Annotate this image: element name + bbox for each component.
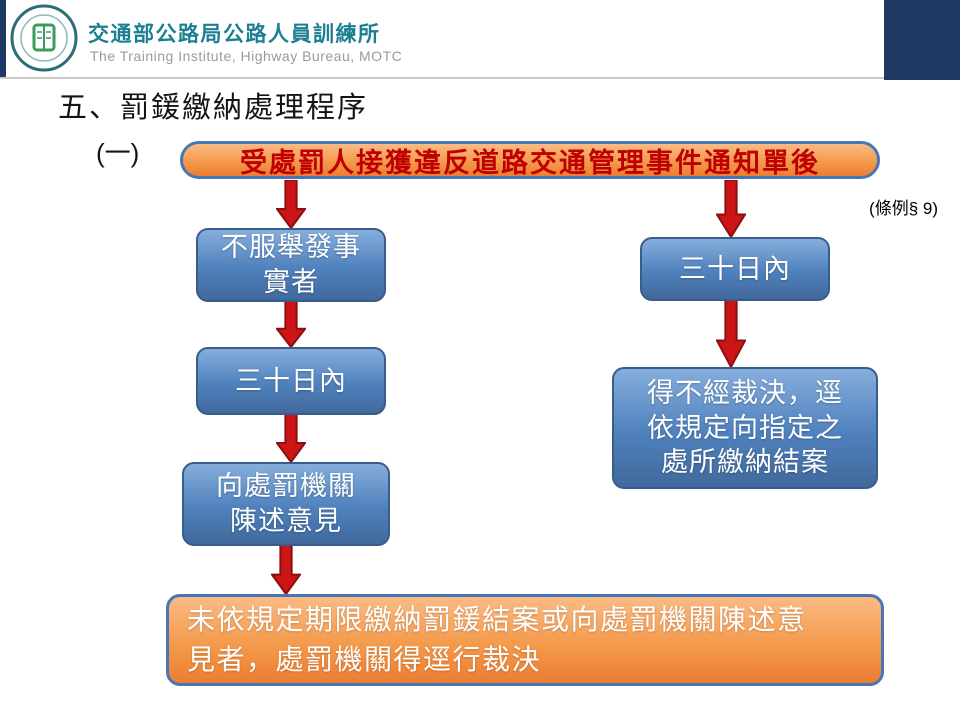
section-label: (一) bbox=[96, 138, 140, 168]
law-reference: (條例§ 9) bbox=[869, 199, 938, 218]
down-arrow-icon bbox=[271, 545, 301, 594]
down-arrow-icon bbox=[276, 301, 306, 347]
flow-box-thirty-days-left: 三十日內 bbox=[196, 347, 386, 415]
left-accent-bar bbox=[0, 0, 6, 77]
org-title: 交通部公路局公路人員訓練所 bbox=[88, 23, 381, 46]
flow-box-start-notice-received: 受處罰人接獲違反道路交通管理事件通知單後 bbox=[180, 141, 880, 179]
slide-title: 五、罰鍰繳納處理程序 bbox=[58, 92, 369, 124]
institute-seal-logo bbox=[10, 4, 78, 72]
header-bar: 交通部公路局公路人員訓練所 The Training Institute, Hi… bbox=[0, 0, 960, 79]
flow-box-pay-without-adjudication: 得不經裁決，逕 依規定向指定之 處所繳納結案 bbox=[612, 367, 878, 489]
flow-box-thirty-days-right: 三十日內 bbox=[640, 237, 830, 301]
down-arrow-icon bbox=[716, 300, 746, 367]
org-subtitle: The Training Institute, Highway Bureau, … bbox=[90, 48, 403, 64]
down-arrow-icon bbox=[716, 180, 746, 237]
flow-box-dispute-facts: 不服舉發事 實者 bbox=[196, 228, 386, 302]
flow-box-overdue-adjudication: 未依規定期限繳納罰鍰結案或向處罰機關陳述意 見者，處罰機關得逕行裁決 bbox=[166, 594, 884, 686]
down-arrow-icon bbox=[276, 180, 306, 228]
flow-box-state-opinion: 向處罰機關 陳述意見 bbox=[182, 462, 390, 546]
down-arrow-icon bbox=[276, 414, 306, 462]
corner-accent-block bbox=[884, 0, 960, 80]
